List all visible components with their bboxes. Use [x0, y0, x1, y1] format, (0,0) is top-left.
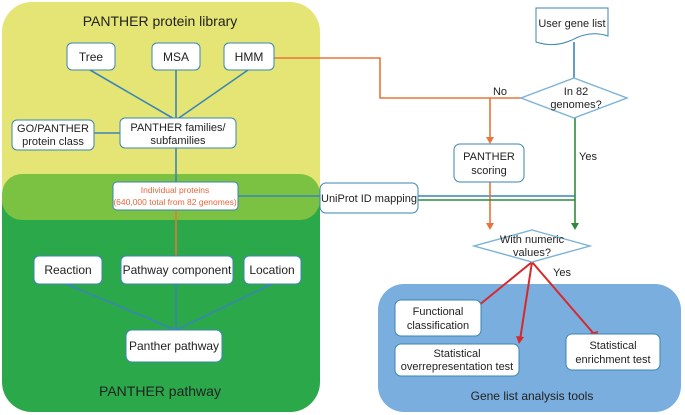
orange-connectors — [175, 57, 522, 256]
node-enrichment-label-2: enrichment test — [575, 354, 650, 366]
edge-reaction-pathway — [65, 283, 177, 331]
node-hmm-label: HMM — [235, 50, 264, 64]
document-icon — [535, 7, 609, 46]
edge-tree-families — [89, 69, 177, 121]
node-go-class-label-2: protein class — [22, 136, 84, 148]
edge-numeric-functional — [477, 261, 533, 307]
arrow-numeric-left — [486, 223, 494, 230]
edge-label-no: No — [493, 86, 507, 98]
node-location-label: Location — [249, 263, 294, 277]
edge-numeric-enrichment — [531, 261, 595, 335]
node-go-class-label-1: GO/PANTHER — [17, 123, 89, 135]
node-msa: MSA — [151, 42, 201, 71]
node-panther-pathway-label: Panther pathway — [129, 339, 219, 353]
decision-in82: In 82 genomes? — [519, 77, 629, 119]
node-go-class: GO/PANTHER protein class — [11, 119, 95, 151]
node-functional-label-2: classification — [407, 320, 469, 332]
arrow-numeric-right — [571, 223, 579, 230]
node-location: Location — [243, 255, 302, 285]
node-panther-scoring-label-2: scoring — [471, 165, 506, 177]
decision-in82-label-2: genomes? — [550, 99, 601, 111]
blue-connectors — [65, 42, 575, 331]
node-proteins: Individual proteins (640,000 total from … — [112, 181, 239, 211]
node-proteins-label-1: Individual proteins — [141, 185, 210, 195]
node-panther-scoring-label-1: PANTHER — [463, 151, 515, 163]
node-tree: Tree — [66, 42, 116, 71]
node-uniprot: UniProt ID mapping — [319, 182, 419, 214]
diamond-in82 — [519, 77, 629, 119]
node-families-label-1: PANTHER families/ — [130, 122, 226, 134]
edge-label-yes: Yes — [579, 151, 597, 163]
node-panther-scoring: PANTHER scoring — [453, 143, 525, 183]
node-functional: Functional classification — [394, 299, 482, 337]
pathway-title: PANTHER pathway — [99, 383, 221, 399]
decision-in82-label-1: In 82 — [564, 86, 588, 98]
library-title: PANTHER protein library — [83, 13, 238, 29]
node-tree-label: Tree — [79, 50, 104, 64]
node-pathway-component: Pathway component — [120, 255, 234, 285]
edge-hmm-in82 — [274, 57, 522, 99]
node-hmm: HMM — [223, 42, 275, 71]
node-enrichment: Statistical enrichment test — [565, 333, 661, 371]
arrow-overrep — [516, 336, 524, 344]
node-families: PANTHER families/ subfamilies — [119, 117, 237, 149]
node-overrep: Statistical overrepresentation test — [394, 343, 520, 377]
node-pathway-component-label: Pathway component — [123, 263, 232, 277]
node-overrep-label-1: Statistical — [433, 348, 480, 360]
node-functional-label-1: Functional — [413, 306, 464, 318]
arrow-scoring — [486, 137, 494, 144]
node-proteins-label-2: (640,000 total from 82 genomes) — [113, 197, 236, 207]
edge-location-pathway — [175, 283, 273, 331]
node-user-gene-list: User gene list — [535, 7, 609, 46]
green-connectors — [418, 118, 579, 230]
pathway-region — [2, 174, 320, 412]
node-families-label-2: subfamilies — [150, 135, 206, 147]
node-panther-pathway: Panther pathway — [125, 329, 223, 363]
node-msa-label: MSA — [163, 50, 189, 64]
diamond-numeric — [471, 229, 593, 263]
node-reaction: Reaction — [33, 255, 103, 285]
node-overrep-label-2: overrepresentation test — [401, 361, 514, 373]
edge-hmm-families — [175, 69, 249, 121]
edge-label-yes-numeric: Yes — [553, 267, 571, 279]
decision-numeric: With numeric values? — [471, 229, 593, 263]
node-reaction-label: Reaction — [44, 263, 91, 277]
node-uniprot-label: UniProt ID mapping — [321, 193, 417, 205]
node-enrichment-label-1: Statistical — [589, 340, 636, 352]
decision-numeric-label-2: values? — [513, 247, 551, 259]
decision-numeric-label-1: With numeric — [500, 234, 565, 246]
tools-title: Gene list analysis tools — [471, 389, 594, 403]
node-user-gene-list-label: User gene list — [538, 18, 605, 30]
edge-numeric-overrep — [519, 261, 533, 341]
